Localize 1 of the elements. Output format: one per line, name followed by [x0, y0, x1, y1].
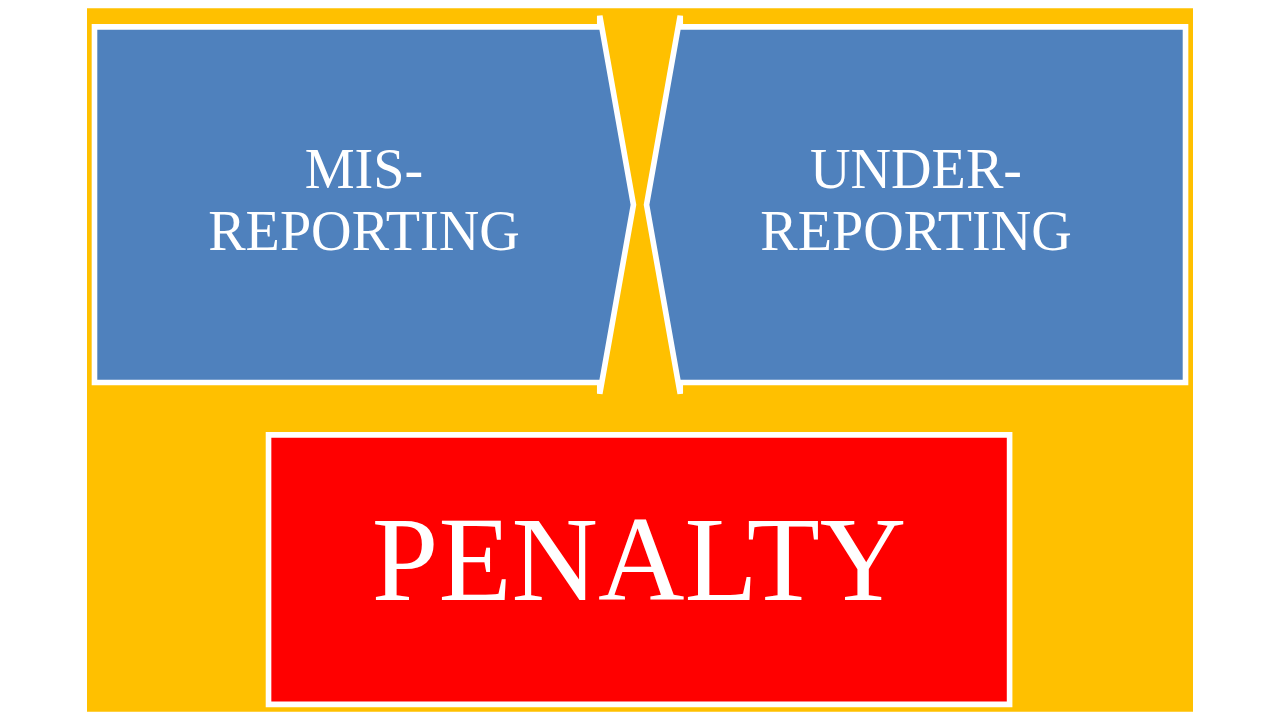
- node-box: PENALTY: [265, 432, 1013, 708]
